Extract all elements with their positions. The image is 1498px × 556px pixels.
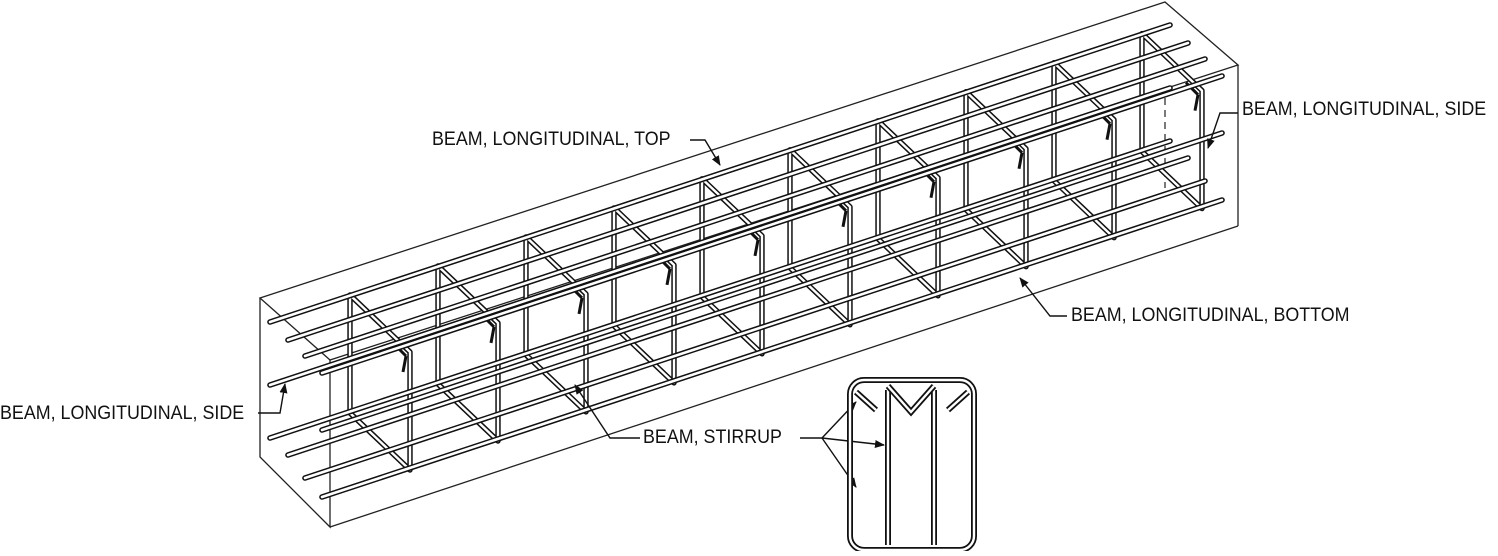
label-longitudinal-top: BEAM, LONGITUDINAL, TOP [432,129,671,150]
leader-top [690,139,721,166]
bar-top [302,56,1208,359]
leader-side-left [258,383,288,414]
bar-side [267,85,1173,388]
stirrup-section-detail [847,377,977,553]
bar-top [319,73,1225,376]
bar-top [267,22,1173,325]
label-longitudinal-side-right: BEAM, LONGITUDINAL, SIDE [1242,99,1487,120]
leader-bottom [1019,277,1067,317]
label-longitudinal-bottom: BEAM, LONGITUDINAL, BOTTOM [1071,305,1350,326]
leader-stirrup [574,384,640,439]
label-longitudinal-side-left: BEAM, LONGITUDINAL, SIDE [0,403,245,424]
label-stirrup: BEAM, STIRRUP [643,427,782,448]
leader-side-right [1207,112,1238,149]
bar-top [285,40,1191,343]
bar-side [319,130,1225,433]
longitudinal-bar-group [267,22,1225,500]
bar-bottom [285,155,1191,458]
bar-bottom [319,197,1225,500]
bar-bottom [267,138,1173,441]
bar-bottom [302,178,1208,481]
